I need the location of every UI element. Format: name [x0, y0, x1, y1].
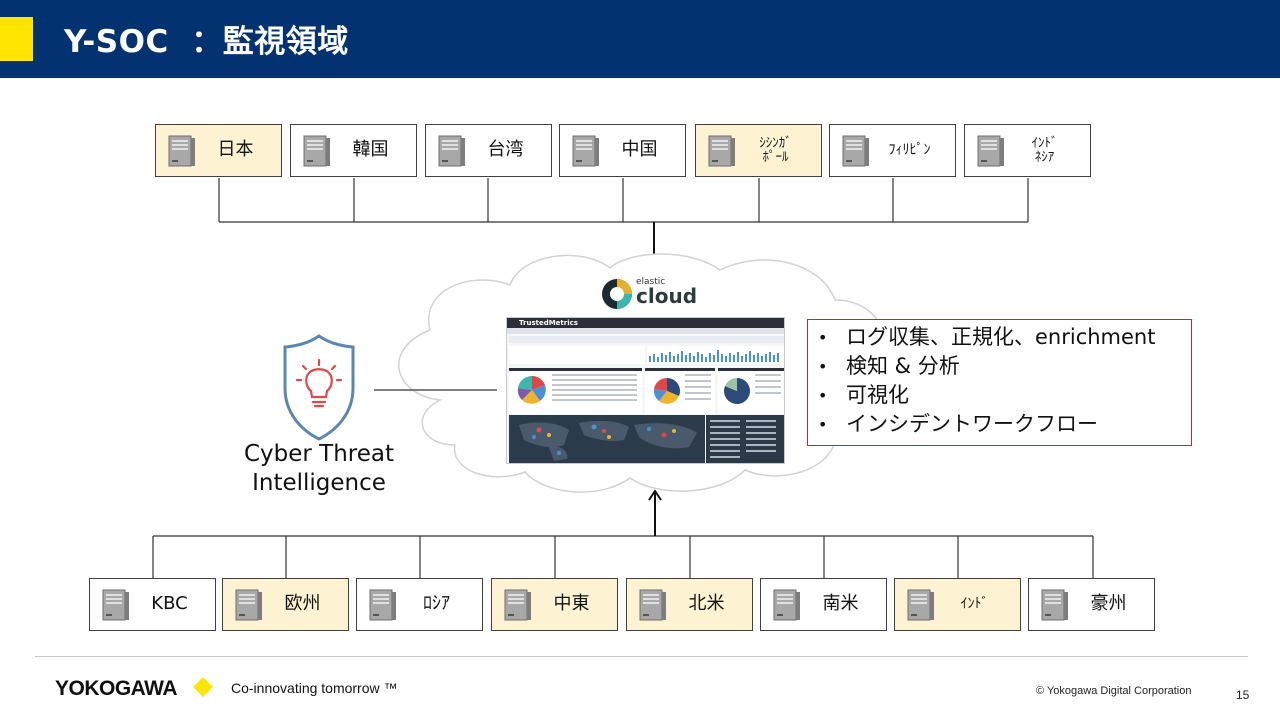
- server-icon: [637, 588, 667, 622]
- region-box: 北米: [626, 578, 753, 631]
- dashboard-screenshot: TrustedMetrics: [506, 317, 785, 464]
- region-box: 韓国: [290, 124, 417, 177]
- cloud-wordmark: cloud: [636, 284, 698, 308]
- region-label: ｲﾝﾄﾞ: [960, 596, 989, 613]
- server-icon: [975, 134, 1005, 168]
- server-icon: [771, 588, 801, 622]
- yokogawa-logo: YOKOGAWA: [55, 677, 178, 700]
- region-label: ﾌｨﾘﾋﾟﾝ: [888, 142, 931, 159]
- region-label: KBC: [151, 593, 188, 615]
- region-box: 日本: [155, 124, 282, 177]
- tagline: Co-innovating tomorrow ™: [231, 680, 398, 696]
- region-label: 豪州: [1090, 593, 1127, 615]
- server-icon: [301, 134, 331, 168]
- server-icon: [570, 134, 600, 168]
- region-box: ﾌｨﾘﾋﾟﾝ: [829, 124, 956, 177]
- page-title: Y-SOC ：監視領域: [64, 24, 349, 60]
- feature-list-box: ログ収集、正規化、enrichment 検知 & 分析 可視化 インシデントワー…: [807, 319, 1192, 446]
- elastic-cloud-logo: [602, 279, 632, 309]
- region-label: 韓国: [352, 139, 389, 161]
- region-box: 豪州: [1028, 578, 1155, 631]
- region-box: 中東: [491, 578, 618, 631]
- server-icon: [166, 134, 196, 168]
- region-box: KBC: [89, 578, 216, 631]
- region-label: 中国: [621, 139, 658, 161]
- server-icon: [1039, 588, 1069, 622]
- server-icon: [367, 588, 397, 622]
- region-box: 南米: [760, 578, 887, 631]
- feature-item: 可視化: [818, 381, 1191, 410]
- region-label: ｼｼﾝｶﾞ ﾎﾟｰﾙ: [759, 135, 792, 165]
- page-number: 15: [1236, 688, 1250, 702]
- header-accent: [0, 17, 33, 61]
- feature-item: インシデントワークフロー: [818, 410, 1191, 439]
- region-box: 台湾: [425, 124, 552, 177]
- server-icon: [905, 588, 935, 622]
- dashboard-topbar: TrustedMetrics: [507, 318, 784, 328]
- region-label: ﾛｼｱ: [423, 593, 450, 615]
- dashboard-brand: TrustedMetrics: [519, 319, 578, 327]
- region-label: 日本: [217, 139, 254, 161]
- region-label: ｲﾝﾄﾞ ﾈｼｱ: [1031, 135, 1058, 165]
- region-label: 南米: [822, 593, 859, 615]
- region-label: 中東: [553, 593, 590, 615]
- server-icon: [233, 588, 263, 622]
- region-box: 中国: [559, 124, 686, 177]
- region-box: ｼｼﾝｶﾞ ﾎﾟｰﾙ: [695, 124, 822, 177]
- shield-lightbulb-icon: [283, 334, 355, 441]
- dashboard-nav: [507, 328, 784, 334]
- region-box: ﾛｼｱ: [356, 578, 483, 631]
- region-box: ｲﾝﾄﾞ ﾈｼｱ: [964, 124, 1091, 177]
- server-icon: [100, 588, 130, 622]
- region-box: 欧州: [222, 578, 349, 631]
- yokogawa-diamond-icon: [193, 677, 213, 697]
- cti-label: Cyber Threat Intelligence: [243, 441, 395, 496]
- dashboard-world-map: [509, 415, 705, 463]
- server-icon: [502, 588, 532, 622]
- copyright: © Yokogawa Digital Corporation: [1036, 685, 1192, 697]
- server-icon: [840, 134, 870, 168]
- feature-item: 検知 & 分析: [818, 352, 1191, 381]
- server-icon: [436, 134, 466, 168]
- region-box: ｲﾝﾄﾞ: [894, 578, 1021, 631]
- dashboard-tabs: [509, 336, 784, 343]
- dashboard-widgets: [509, 346, 784, 414]
- feature-item: ログ収集、正規化、enrichment: [818, 323, 1191, 352]
- footer-divider: [35, 656, 1248, 657]
- region-label: 欧州: [284, 593, 321, 615]
- dashboard-side-list: [706, 415, 784, 463]
- header-bar: Y-SOC ：監視領域: [0, 0, 1280, 78]
- server-icon: [706, 134, 736, 168]
- region-label: 台湾: [487, 139, 524, 161]
- elastic-wordmark: elastic: [636, 277, 666, 287]
- region-label: 北米: [688, 593, 725, 615]
